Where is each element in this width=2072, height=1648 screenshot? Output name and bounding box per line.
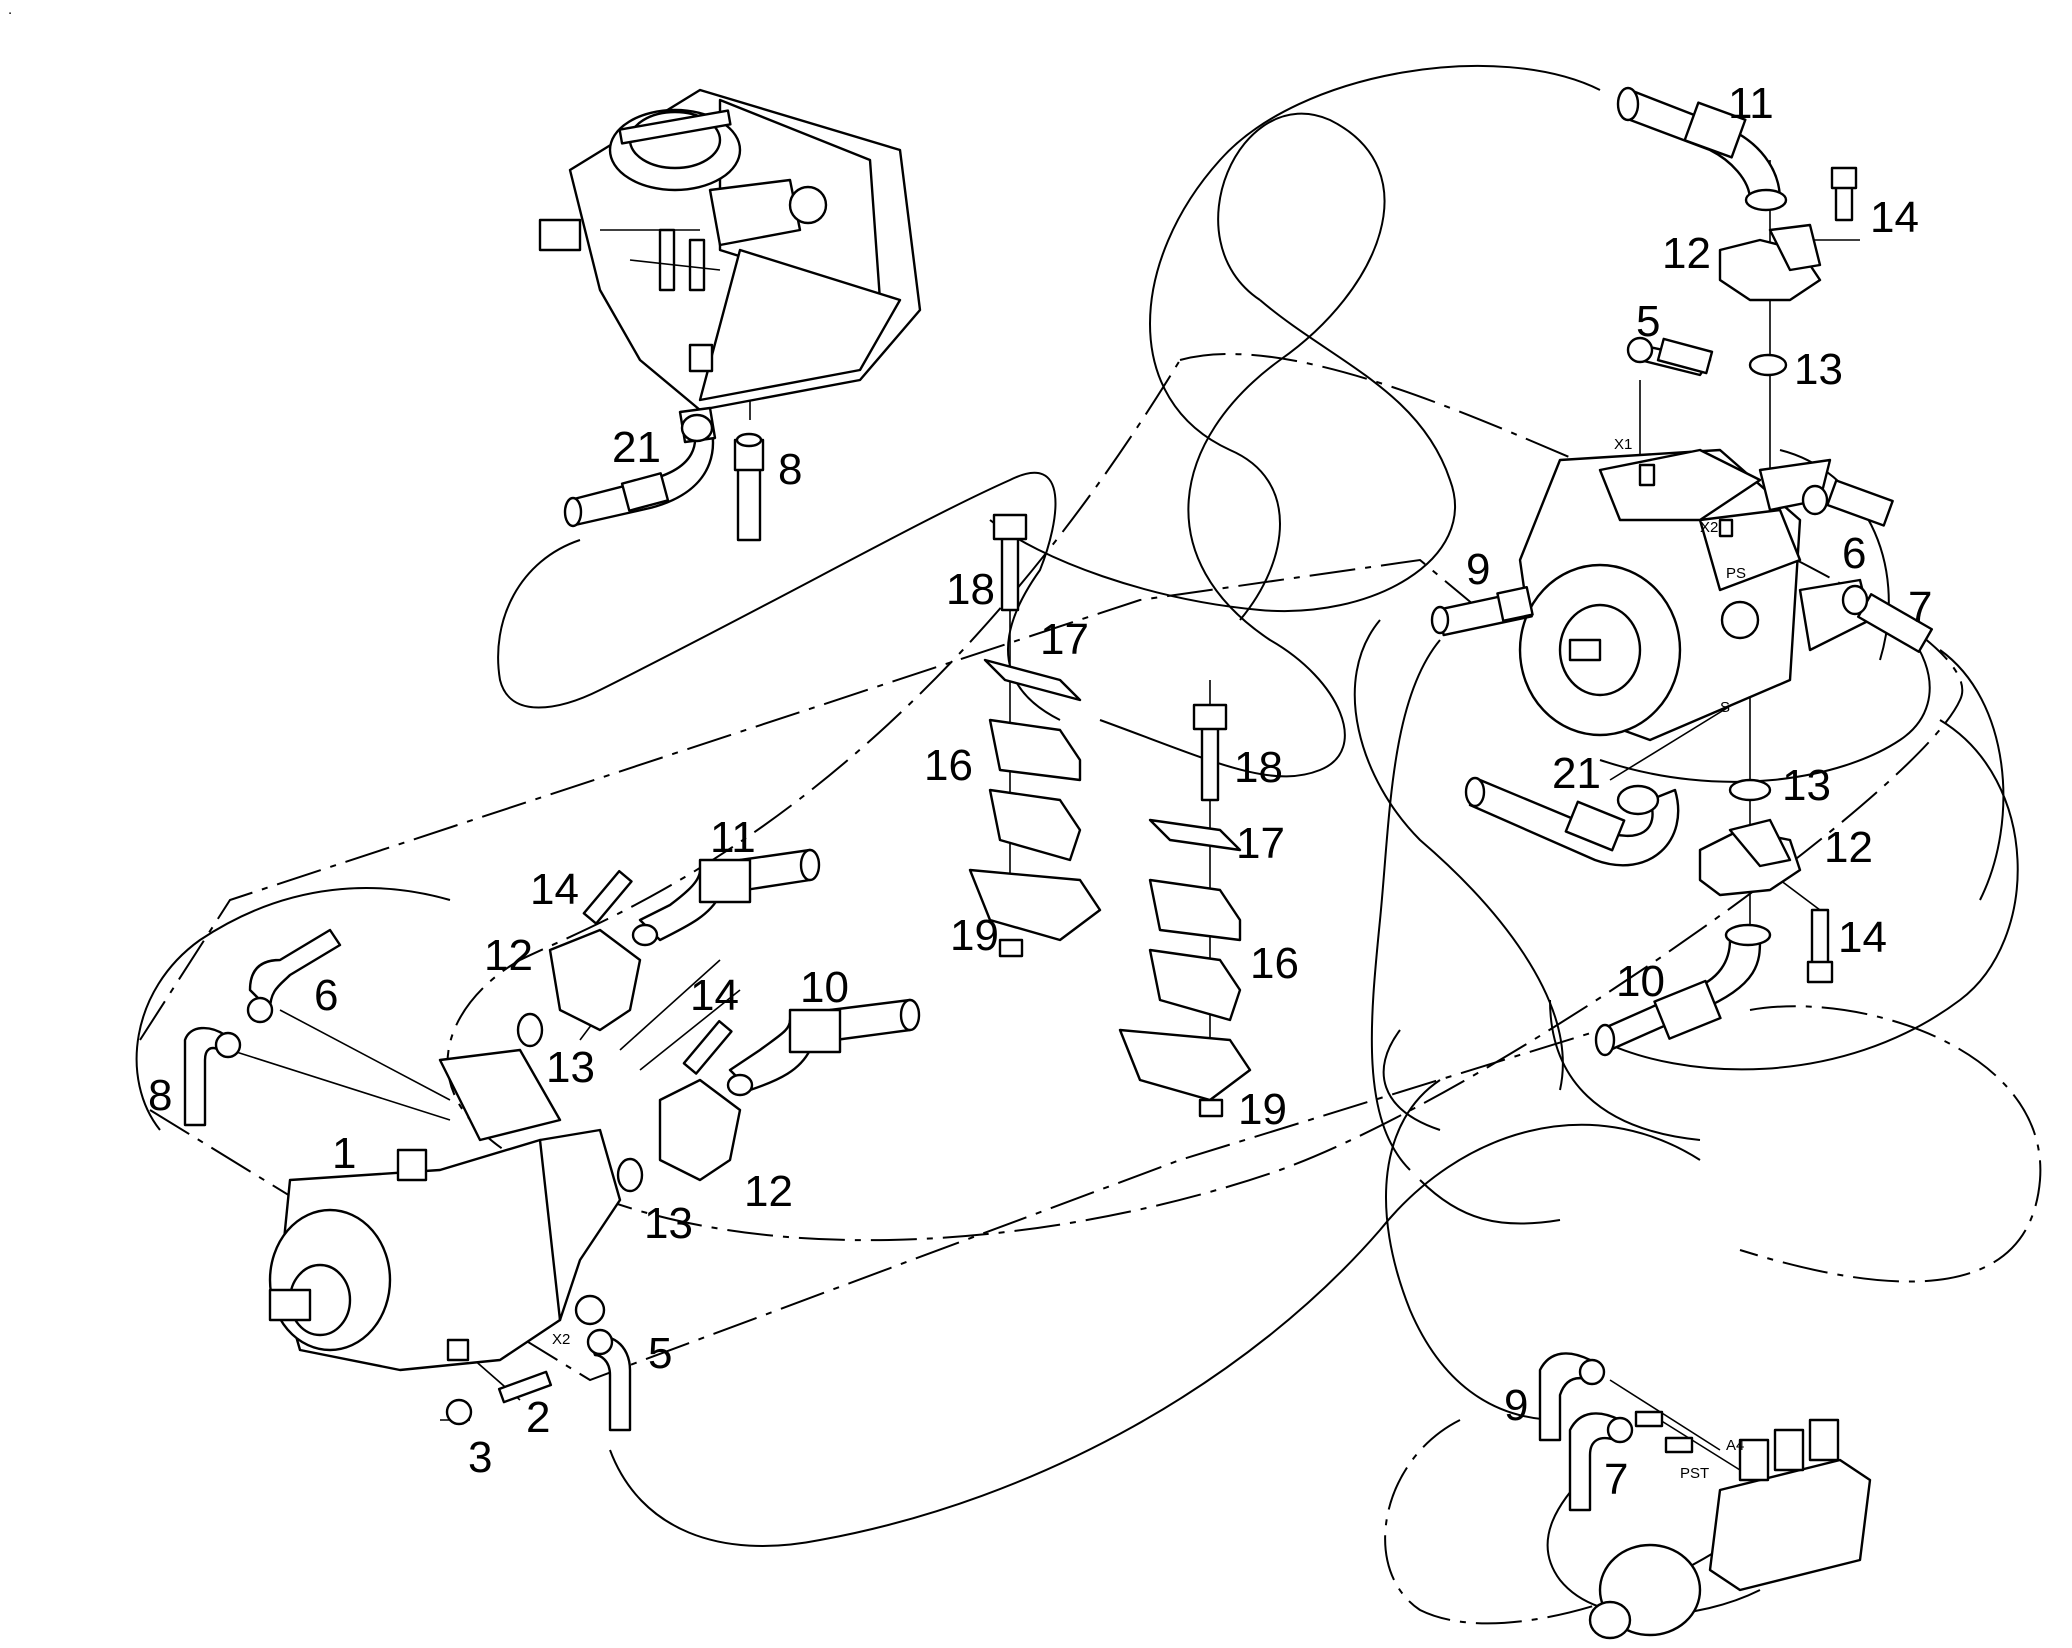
hose-21-top: [563, 406, 717, 528]
reservoir-filter-unit: [538, 88, 922, 412]
callout-9-right: 9: [1466, 545, 1490, 594]
hose-11-middle: [631, 848, 821, 947]
port-label-pst: PST: [1680, 1465, 1709, 1482]
port-label-x2-right: X2: [1700, 519, 1718, 536]
hydraulic-motor: [268, 1048, 622, 1372]
clamp-set-lower: [1118, 703, 1252, 1118]
callout-6-right: 6: [1842, 529, 1866, 578]
bolt-washer-hose-5: [445, 1328, 632, 1432]
callout-5-left: 5: [648, 1329, 672, 1378]
callout-7-right: 7: [1908, 583, 1932, 632]
valve-block: [1588, 1418, 1872, 1640]
callout-13-top: 13: [1794, 345, 1843, 394]
callout-17-lower: 17: [1236, 819, 1285, 868]
callout-13-left: 13: [546, 1043, 595, 1092]
callout-11-middle: 11: [710, 813, 756, 862]
callout-19-upper: 19: [950, 911, 999, 960]
callout-16-lower: 16: [1250, 939, 1299, 988]
callout-14-middle: 14: [690, 971, 739, 1020]
clamp-set-upper: [968, 513, 1102, 958]
hose-6-left: [246, 928, 342, 1024]
hose-9-right: [1430, 585, 1534, 637]
callout-6-left: 6: [314, 971, 338, 1020]
callout-3: 3: [468, 1433, 492, 1482]
callout-12-top: 12: [1662, 229, 1711, 278]
port-label-x1: X1: [1614, 436, 1632, 453]
callout-10-middle: 10: [800, 963, 849, 1012]
flange-assembly-left: [516, 869, 742, 1193]
hose-6-7-right: [1801, 479, 1934, 653]
callout-18-upper: 18: [946, 565, 995, 614]
callout-17-upper: 17: [1040, 615, 1089, 664]
port-label-s: S: [1720, 699, 1730, 716]
callout-12-right: 12: [1824, 823, 1873, 872]
hose-21-right: [1464, 776, 1680, 867]
callout-12-middle: 12: [744, 1167, 793, 1216]
callout-14-left: 14: [530, 865, 579, 914]
stray-mark: .: [8, 1, 12, 18]
callout-21-right: 21: [1552, 749, 1601, 798]
hose-10-middle: [726, 998, 921, 1097]
port-labels: X1 X2 PS S X2 A4 PST: [552, 436, 1746, 1482]
port-label-ps: PS: [1726, 565, 1746, 582]
pump-unit-right: [1518, 448, 1872, 742]
hose-8-top: [733, 432, 765, 542]
callout-2: 2: [526, 1393, 550, 1442]
callout-labels: 1 2 3 5 5 6 6 7 7 8 8 9 9 10 10 11 11 12…: [148, 79, 1932, 1504]
callout-7-lower: 7: [1604, 1455, 1628, 1504]
callout-18-lower: 18: [1234, 743, 1283, 792]
callout-13-middle: 13: [644, 1199, 693, 1248]
callout-8-left: 8: [148, 1071, 172, 1120]
port-label-a4: A4: [1726, 1437, 1744, 1454]
callout-13-right: 13: [1782, 761, 1831, 810]
hose-11-right: [1616, 86, 1858, 377]
callout-11-top: 11: [1728, 79, 1774, 128]
callout-5-right: 5: [1636, 297, 1660, 346]
callout-19-lower: 19: [1238, 1085, 1287, 1134]
callout-12-left: 12: [484, 931, 533, 980]
callout-10-right: 10: [1616, 957, 1665, 1006]
hose-5-right: [1626, 336, 1714, 377]
hoses-9-7-lower: [1538, 1352, 1694, 1512]
flange-assembly-right: [1594, 778, 1834, 1057]
hose-8-left: [183, 1026, 242, 1127]
callout-14-right: 14: [1838, 913, 1887, 962]
callout-21-top: 21: [612, 423, 661, 472]
callout-8-top: 8: [778, 445, 802, 494]
callout-14-top: 14: [1870, 193, 1919, 242]
callout-1: 1: [332, 1129, 356, 1178]
callout-16-upper: 16: [924, 741, 973, 790]
port-label-x2-left: X2: [552, 1331, 570, 1348]
callout-9-lower: 9: [1504, 1381, 1528, 1430]
